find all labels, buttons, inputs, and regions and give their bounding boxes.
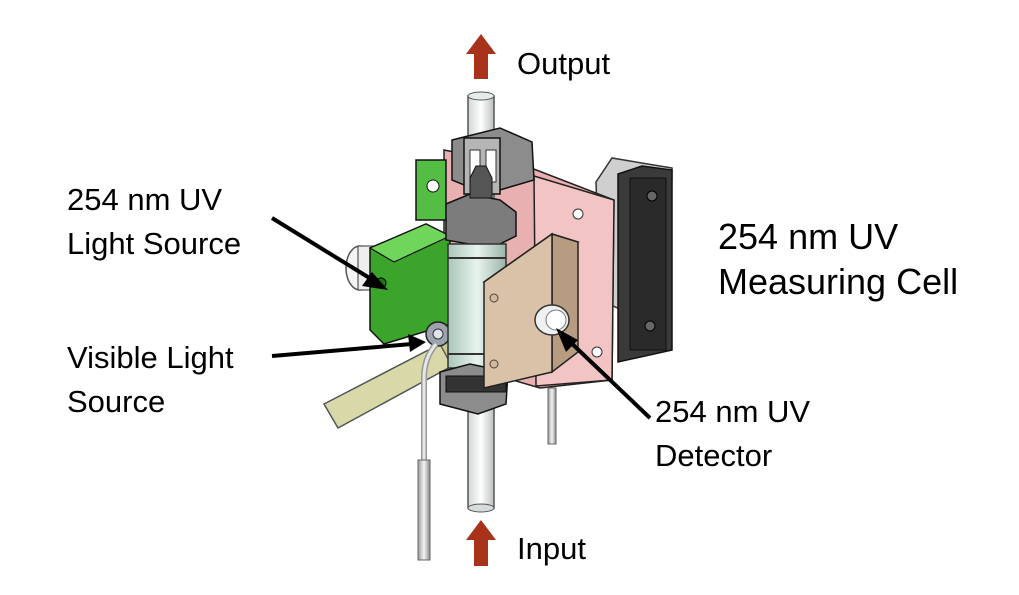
uv-detector-label-line: Detector [655, 438, 773, 473]
uv-detector-label-line: 254 nm UV [655, 394, 811, 429]
detector-leader [564, 336, 652, 420]
measuring-cell-label-line: 254 nm UV [718, 216, 899, 257]
back-block [595, 157, 673, 363]
output-arrow-icon [466, 34, 496, 79]
visible-source-leader [271, 342, 413, 358]
leader-lines [270, 216, 652, 420]
uv-light-source-label-line: 254 nm UV [67, 182, 223, 217]
uv-detector-label: 254 nm UV Detector [655, 390, 810, 478]
uv-light-source [345, 159, 452, 345]
uv-light-source-label-line: Light Source [67, 226, 242, 261]
uv-source-leader [270, 216, 378, 284]
uv-light-source-label: 254 nm UV Light Source [67, 178, 241, 266]
visible-light-source-label: Visible Light Source [67, 336, 234, 424]
output-label: Output [517, 46, 611, 81]
measuring-cell-label: 254 nm UV Measuring Cell [718, 214, 958, 304]
measuring-cell-label-line: Measuring Cell [718, 261, 959, 302]
input-arrow-icon [466, 520, 496, 566]
input-label: Input [517, 531, 586, 566]
visible-light-source-label-line: Visible Light [67, 340, 234, 375]
visible-light-source-label-line: Source [67, 384, 166, 419]
